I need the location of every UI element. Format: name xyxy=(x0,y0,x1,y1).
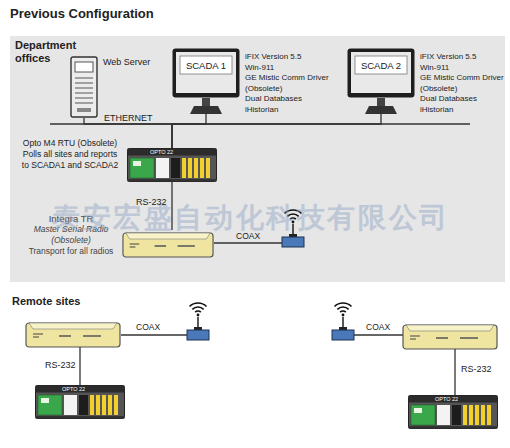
ethernet-bus xyxy=(50,123,470,124)
server-symbol xyxy=(71,57,97,117)
software-item: iHistorian xyxy=(420,105,506,116)
screen-label: SCADA 2 xyxy=(355,59,407,73)
coax-wire xyxy=(121,334,187,335)
device-logo: OPTO 22 xyxy=(435,396,458,402)
connector-label: RS-232 xyxy=(136,197,167,207)
text-group: Opto M4 RTU (Obsolete)Polls all sites an… xyxy=(20,138,120,171)
connector-line xyxy=(172,114,206,148)
connector-line xyxy=(84,118,172,148)
opto-symbol xyxy=(128,149,217,182)
device-logo: OPTO 22 xyxy=(62,386,85,392)
software-item: Dual Databases xyxy=(245,94,331,105)
software-item: GE Mistic Comm Driver (Obsolete) xyxy=(245,73,331,94)
antenna-symbol xyxy=(187,303,209,340)
antenna-symbol xyxy=(282,210,304,247)
watermark: 泰安宏盛自动化科技有限公司 xyxy=(52,202,450,234)
connector-line xyxy=(172,114,381,148)
screen-label: SCADA 1 xyxy=(180,59,232,73)
opto-rtu-symbol xyxy=(36,386,125,419)
monitor-symbol xyxy=(173,49,240,115)
radio-symbol xyxy=(26,323,120,347)
diagram-title: Previous Configuration xyxy=(10,6,154,22)
department-band: Department officesWeb ServeriFIX Version… xyxy=(10,36,505,282)
wire-label: RS-232 xyxy=(45,360,76,370)
radio-outline xyxy=(122,230,214,258)
monitor-outline xyxy=(172,48,240,114)
software-item: iFIX Version 5.5 xyxy=(245,52,331,63)
text-group: iFIX Version 5.5Win-911GE Mistic Comm Dr… xyxy=(420,52,506,115)
software-item: Win-911 xyxy=(245,63,331,74)
opto-outline xyxy=(127,148,217,182)
opto-rtu-symbol xyxy=(409,396,498,429)
coax-wire xyxy=(214,242,282,243)
software-item: iHistorian xyxy=(245,105,331,116)
software-item: GE Mistic Comm Driver (Obsolete) xyxy=(420,73,506,94)
text-group: iFIX Version 5.5Win-911GE Mistic Comm Dr… xyxy=(245,52,331,115)
wire-label: RS-232 xyxy=(461,364,492,374)
device-note: Transport for all radios xyxy=(26,246,116,257)
web-server: Web Server xyxy=(68,56,100,118)
monitor-outline xyxy=(347,48,415,114)
coax-wire xyxy=(354,334,403,335)
bus-label: ETHERNET xyxy=(104,113,153,123)
scada-monitor: iFIX Version 5.5Win-911GE Mistic Comm Dr… xyxy=(172,48,240,114)
antenna-symbol xyxy=(332,303,354,340)
radio-symbol xyxy=(403,325,497,349)
radio-symbol xyxy=(123,233,213,257)
device-note: Polls all sites and reports to SCADA1 an… xyxy=(20,149,120,171)
text-group: Integra TRMaster Serial Radio (Obsolete)… xyxy=(26,213,116,257)
opto-rtu: Opto M4 RTU (Obsolete)Polls all sites an… xyxy=(127,148,217,182)
connector-line xyxy=(171,182,172,230)
rs232-wire xyxy=(79,347,80,385)
section-label: Remote sites xyxy=(12,295,80,308)
device-logo: OPTO 22 xyxy=(150,149,173,155)
server-outline xyxy=(68,56,100,118)
rs232-wire xyxy=(454,349,455,395)
monitor-symbol xyxy=(348,49,415,115)
device-note: Master Serial Radio (Obsolete) xyxy=(26,224,116,246)
wire-label: COAX xyxy=(136,322,160,332)
software-item: Win-911 xyxy=(420,63,506,74)
device-heading: Integra TR xyxy=(26,213,116,224)
device-heading: Opto M4 RTU (Obsolete) xyxy=(20,138,120,149)
software-item: iFIX Version 5.5 xyxy=(420,52,506,63)
wire-label: COAX xyxy=(236,231,260,241)
server-label: Web Server xyxy=(103,57,150,67)
wire-label: COAX xyxy=(366,322,390,332)
software-item: Dual Databases xyxy=(420,94,506,105)
master-radio: Integra TRMaster Serial Radio (Obsolete)… xyxy=(122,230,214,258)
scada-monitor: iFIX Version 5.5Win-911GE Mistic Comm Dr… xyxy=(347,48,415,114)
